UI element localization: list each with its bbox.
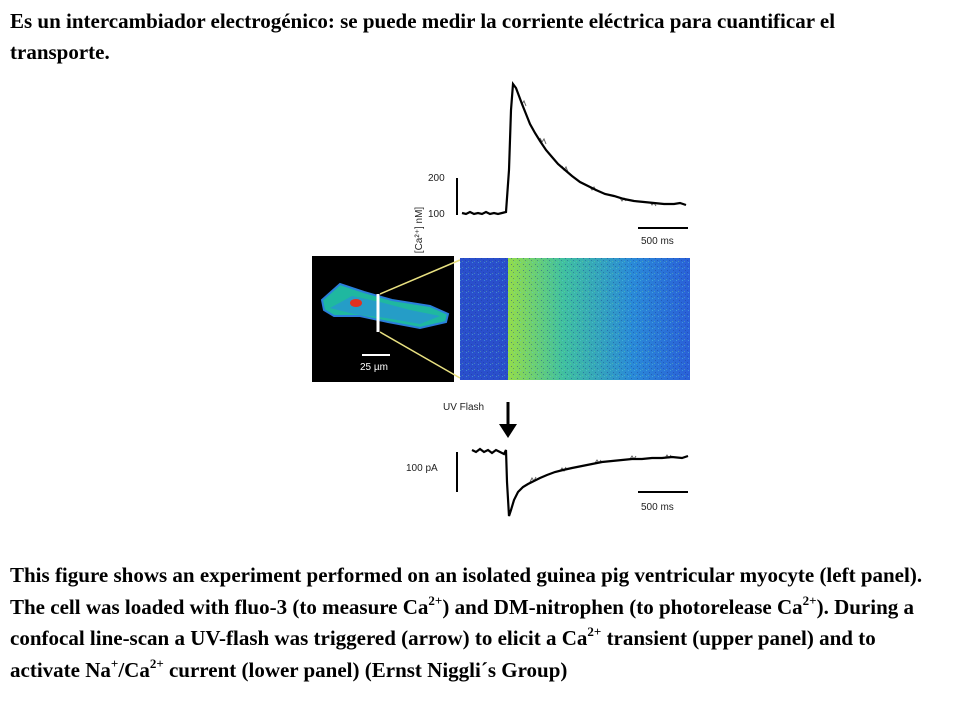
figure-caption: This figure shows an experiment performe… xyxy=(10,560,945,686)
caption-text-1: This figure shows an experiment performe… xyxy=(10,563,923,619)
caption-text-6: current (lower panel) (Ernst Niggli´s Gr… xyxy=(163,657,568,682)
upper-panel: [Ca²⁺] nM] 200 100 500 ms xyxy=(414,81,688,254)
caption-superscript-4: + xyxy=(110,655,119,671)
projection-line-bottom xyxy=(379,331,461,379)
cell-panel: 25 µm xyxy=(312,256,690,382)
linescan-noise xyxy=(460,258,690,380)
calcium-transient-trace xyxy=(461,81,687,216)
upper-time-scale-label: 500 ms xyxy=(641,236,674,247)
current-scale-label: 100 pA xyxy=(406,463,438,474)
projection-line-top xyxy=(379,259,461,295)
heading: Es un intercambiador electrogénico: se p… xyxy=(10,9,836,64)
upper-tick-200: 200 xyxy=(428,173,445,184)
cell-scale-label: 25 µm xyxy=(360,362,388,373)
upper-tick-100: 100 xyxy=(428,209,445,220)
caption-superscript-2: 2+ xyxy=(802,592,817,608)
caption-text-5: /Ca xyxy=(118,657,150,682)
current-noise xyxy=(529,454,672,483)
caption-superscript-5: 2+ xyxy=(149,655,164,671)
caption-superscript-3: 2+ xyxy=(587,624,602,639)
lower-panel: UV Flash 100 pA 500 ms xyxy=(406,402,689,517)
uv-flash-arrow-head xyxy=(499,424,517,438)
uv-flash-label: UV Flash xyxy=(443,402,484,413)
transient-noise xyxy=(519,99,657,207)
caption-text-3: ). During a confocal line-scan a UV-flas… xyxy=(10,594,915,651)
upper-y-axis-label: [Ca²⁺] nM] xyxy=(414,207,425,254)
caption-superscript-1: 2+ xyxy=(428,592,443,608)
caption-text-4: transient (upper panel) and to activate … xyxy=(10,626,876,682)
lower-time-scale-label: 500 ms xyxy=(641,502,674,513)
cell-nucleus-hotspot xyxy=(350,299,362,307)
caption-text-2: ) and DM-nitrophen (to photorelease Ca xyxy=(442,594,803,619)
figure-svg: [Ca²⁺] nM] 200 100 500 ms 25 µm xyxy=(312,81,690,517)
experiment-figure: [Ca²⁺] nM] 200 100 500 ms 25 µm xyxy=(300,70,700,540)
